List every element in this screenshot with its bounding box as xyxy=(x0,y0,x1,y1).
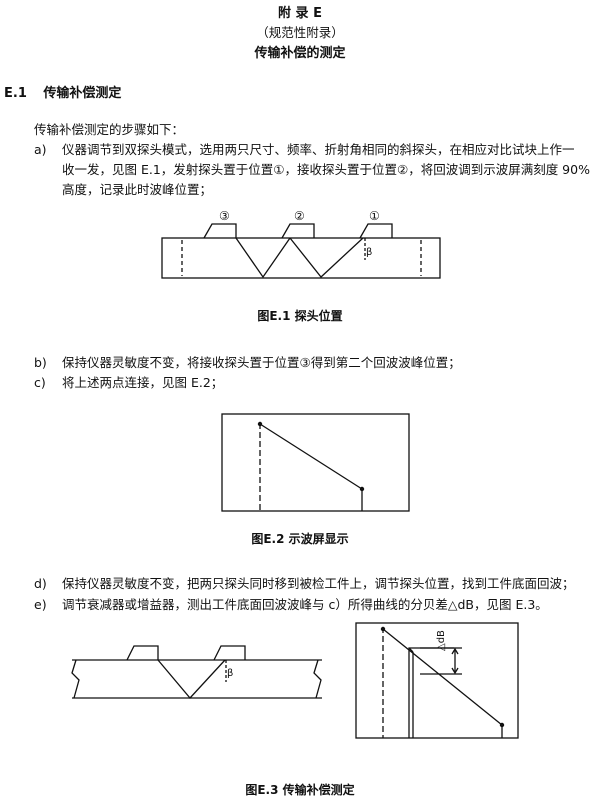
step-c-label: c) xyxy=(34,375,46,390)
break-left xyxy=(71,659,80,699)
section-number: E.1 xyxy=(4,86,27,101)
appendix-title: 传输补偿的测定 xyxy=(254,46,346,61)
position-3-label: ③ xyxy=(219,209,230,223)
figure-e1-caption: 图E.1 探头位置 xyxy=(257,309,343,323)
step-e-label: e) xyxy=(34,597,47,612)
angle-beta-label-e1: β xyxy=(366,247,373,258)
appendix-nature: （规范性附录） xyxy=(256,25,344,40)
step-a-line-2: 收一发，见图 E.1，发射探头置于位置①，接收探头置于位置②，将回波调到示波屏满… xyxy=(62,162,590,177)
step-a-line-1: 仪器调节到双探头模式，选用两只尺寸、频率、折射角相同的斜探头，在相应对比试块上作… xyxy=(62,142,575,157)
probe-1 xyxy=(359,223,393,239)
step-d-text: 保持仪器灵敏度不变，把两只探头同时移到被检工件上，调节探头位置，找到工件底面回波… xyxy=(62,576,575,591)
intro-text: 传输补偿测定的步骤如下： xyxy=(34,122,185,137)
probe-transmit xyxy=(126,645,159,661)
step-d-label: d) xyxy=(34,576,47,591)
beam-path-1 xyxy=(235,237,291,279)
step-e-text: 调节衰减器或增益器，测出工件底面回波波峰与 c）所得曲线的分贝差△dB，见图 E… xyxy=(62,597,548,612)
step-b-label: b) xyxy=(34,355,47,370)
delta-db-label: △dB xyxy=(436,630,447,651)
bottom-echo xyxy=(408,647,454,738)
delta-db-text: △dB xyxy=(436,630,447,651)
beam-path-2 xyxy=(289,237,364,278)
section-title: 传输补偿测定 xyxy=(43,86,122,101)
step-b-text: 保持仪器灵敏度不变，将接收探头置于位置③得到第二个回波波峰位置； xyxy=(62,355,461,370)
step-a-label: a) xyxy=(34,142,47,157)
probe-receive xyxy=(213,645,246,661)
appendix-label: 附 录 E xyxy=(278,6,322,21)
screen-frame xyxy=(221,413,410,512)
dac-curve xyxy=(259,423,363,490)
test-block xyxy=(161,237,441,279)
break-right xyxy=(313,659,322,699)
figure-e3-caption: 图E.3 传输补偿测定 xyxy=(245,783,355,797)
position-1-label: ① xyxy=(369,209,380,223)
figure-e2-caption: 图E.2 示波屏显示 xyxy=(251,532,349,546)
position-2-label: ② xyxy=(294,209,305,223)
probe-3 xyxy=(203,223,237,239)
probe-2 xyxy=(281,223,315,239)
angle-beta-label-e3: β xyxy=(227,668,234,679)
beam-path-workpiece xyxy=(157,659,226,699)
step-c-text: 将上述两点连接，见图 E.2； xyxy=(62,375,224,390)
section-heading: E.1 传输补偿测定 xyxy=(4,82,121,101)
step-a-line-3: 高度，记录此时波峰位置； xyxy=(62,182,213,197)
